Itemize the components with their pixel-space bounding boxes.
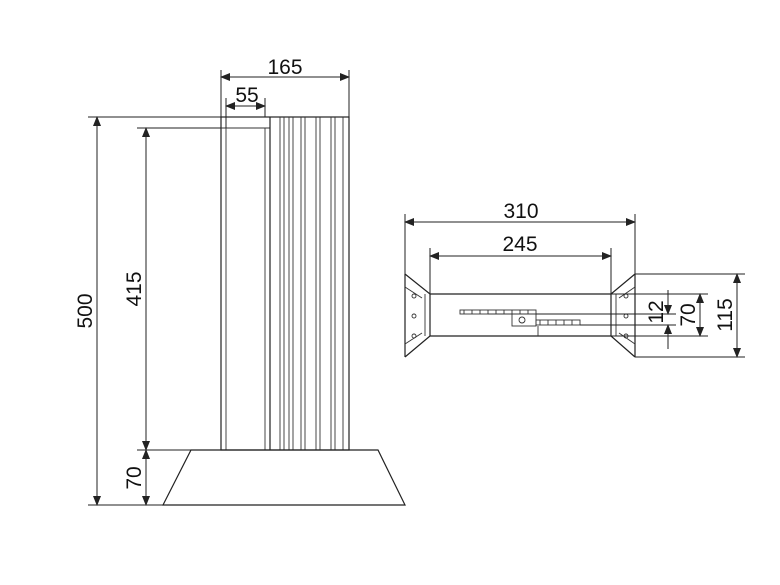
dim-small-height: 12 [536, 290, 676, 349]
section-view: 310 245 12 70 115 [404, 200, 745, 358]
dim-mid-height: 70 [611, 293, 708, 337]
dim-base-height: 70 [123, 449, 150, 506]
dim-inner-width-section: 245 [429, 233, 612, 294]
column-base [162, 449, 406, 506]
label-70-base: 70 [123, 466, 146, 489]
front-view: 165 55 500 415 70 [74, 56, 406, 506]
label-115: 115 [714, 298, 737, 331]
label-12: 12 [645, 300, 668, 323]
hinge-mechanism [459, 309, 581, 336]
label-70-section: 70 [677, 303, 700, 326]
dim-overall-height: 500 [74, 116, 221, 506]
channel-profile [404, 273, 636, 358]
column-grooves [279, 117, 344, 450]
label-245: 245 [502, 233, 537, 256]
label-55: 55 [235, 84, 258, 107]
column-body [220, 116, 350, 451]
dim-inner-width: 55 [225, 84, 266, 128]
dim-column-height: 415 [123, 127, 221, 451]
dim-overall-height-section: 115 [635, 273, 745, 358]
label-165: 165 [267, 56, 302, 79]
dim-outer-width: 310 [404, 200, 636, 274]
label-500: 500 [74, 293, 97, 328]
label-310: 310 [503, 200, 538, 223]
dim-overall-width: 165 [220, 56, 350, 117]
bolt-holes [411, 293, 629, 339]
label-415: 415 [123, 271, 146, 306]
